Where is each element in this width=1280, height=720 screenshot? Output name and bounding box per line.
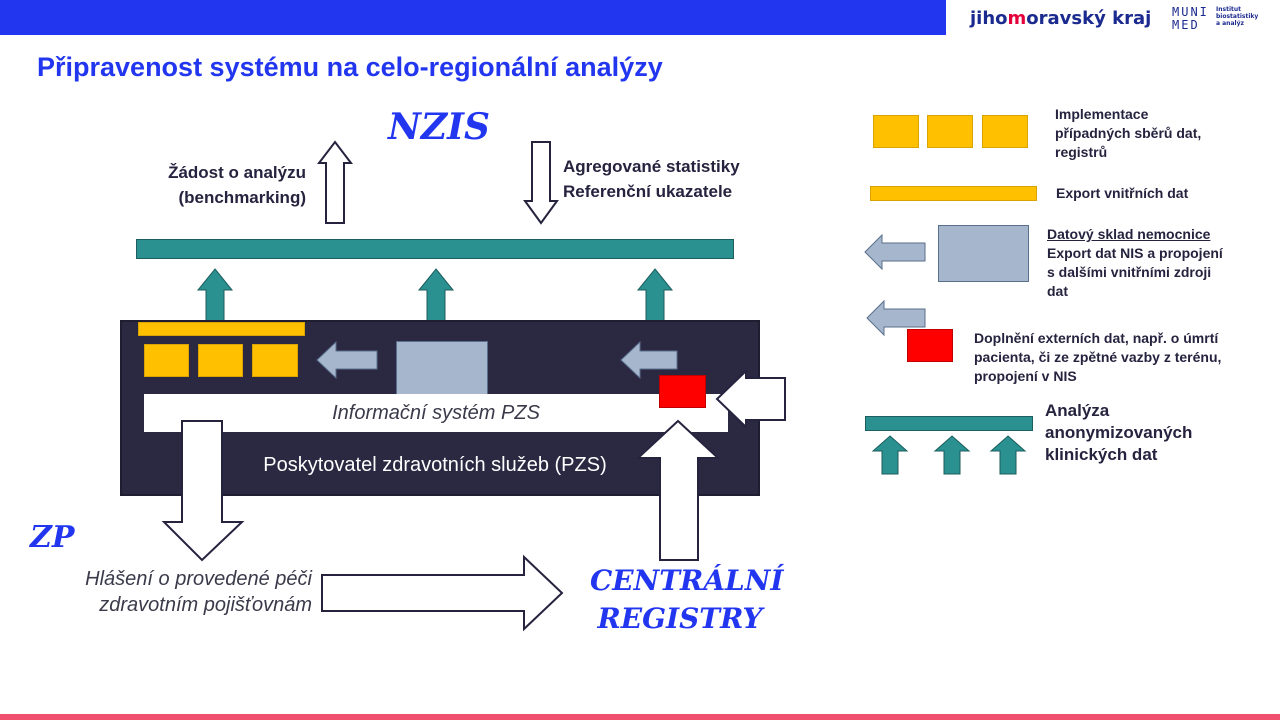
jihomoravsky-kraj-logo: jihomoravský kraj	[970, 8, 1152, 29]
data-collection-square	[252, 344, 298, 377]
slide-title: Připravenost systému na celo-regionální …	[37, 52, 663, 82]
zp-label: ZP	[30, 520, 75, 555]
report-text: Hlášení o provedené péči zdravotním poji…	[85, 568, 312, 616]
legend-teal-up-arrow	[989, 435, 1027, 475]
legend-teal-bar	[865, 416, 1033, 431]
central-registries-label: CENTRÁLNÍ REGISTRY	[590, 564, 784, 635]
external-input-arrow	[715, 368, 786, 430]
institute-logo-text: Institut biostatistiky a analýz	[1216, 6, 1259, 27]
statistics-down-arrow	[523, 141, 559, 225]
teal-up-arrow	[636, 268, 674, 328]
legend-red-box	[907, 329, 953, 362]
report-right-arrow	[321, 554, 564, 632]
information-system-band	[144, 394, 728, 432]
legend-external-text: Doplnění externích dat, např. o úmrtí pa…	[974, 330, 1222, 384]
legend-gray-left-arrow	[866, 299, 926, 337]
analysis-bar	[136, 239, 734, 259]
legend-teal-up-arrow	[933, 435, 971, 475]
header-bar	[0, 0, 946, 35]
legend-teal-up-arrow	[871, 435, 909, 475]
teal-up-arrow	[417, 268, 455, 328]
information-system-label: Informační systém PZS	[332, 402, 540, 424]
legend-export-text: Export vnitřních dat	[1056, 185, 1189, 201]
teal-up-arrow	[196, 268, 234, 328]
statistics-text: Agregované statistiky Referenční ukazate…	[563, 157, 740, 201]
data-collection-square	[198, 344, 243, 377]
legend-implementation-text: Implementace případných sběrů dat, regis…	[1055, 106, 1202, 160]
report-down-arrow	[161, 420, 245, 562]
legend-yellow-square	[873, 115, 919, 148]
legend-gray-left-arrow	[864, 233, 926, 271]
footer-bar	[0, 714, 1280, 720]
nzis-label: NZIS	[388, 106, 491, 148]
registry-up-arrow	[635, 419, 721, 561]
gray-left-arrow	[316, 340, 378, 380]
data-collection-square	[144, 344, 189, 377]
legend-yellow-square	[982, 115, 1028, 148]
legend-yellow-square	[927, 115, 973, 148]
data-warehouse-box	[396, 341, 488, 399]
export-bar	[138, 322, 305, 336]
gray-left-arrow	[620, 340, 678, 380]
muni-med-logo: MUNI MED	[1172, 5, 1209, 32]
external-data-box	[659, 375, 706, 408]
request-up-arrow	[316, 140, 354, 224]
legend-yellow-bar	[870, 186, 1037, 201]
request-text: Žádost o analýzu (benchmarking)	[168, 163, 306, 207]
legend-warehouse-text: Datový sklad nemocnice Export dat NIS a …	[1047, 226, 1223, 299]
legend-analysis-text: Analýza anonymizovaných klinických dat	[1045, 401, 1193, 464]
provider-label: Poskytovatel zdravotních služeb (PZS)	[263, 454, 607, 476]
legend-warehouse-box	[938, 225, 1029, 282]
